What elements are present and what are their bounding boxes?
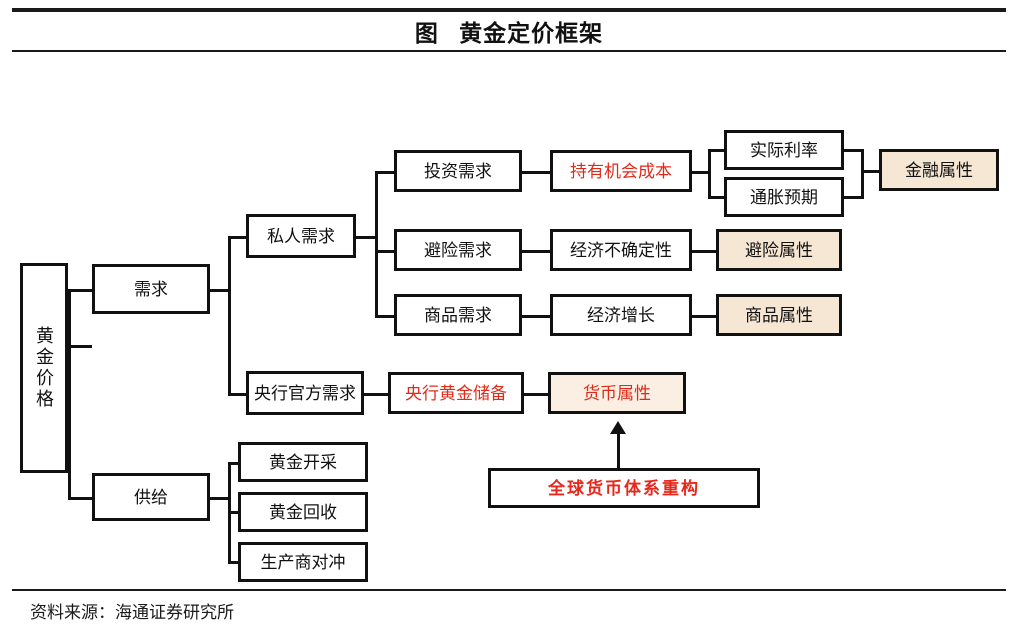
node-cb-gold-reserve[interactable]: 央行黄金储备 — [388, 372, 524, 414]
node-producer-hedging[interactable]: 生产商对冲 — [238, 542, 368, 582]
node-gold-mining[interactable]: 黄金开采 — [238, 442, 368, 482]
node-gold-price[interactable]: 黄金价格 — [20, 263, 68, 473]
connector-inflation-out — [843, 196, 863, 199]
connector-investment-to-holdingcost — [520, 171, 552, 174]
connector-demand-split — [228, 237, 231, 395]
node-inflation-expectation[interactable]: 通胀预期 — [724, 177, 844, 217]
node-gold-recycling[interactable]: 黄金回收 — [238, 492, 368, 532]
connector-root-split — [68, 290, 71, 500]
connector-root-to-supply — [68, 497, 96, 500]
node-attribute-financial[interactable]: 金融属性 — [879, 149, 999, 191]
node-hedge-demand[interactable]: 避险需求 — [394, 229, 522, 271]
connector-root-stem — [68, 345, 92, 348]
node-real-interest-rate[interactable]: 实际利率 — [724, 130, 844, 170]
connector-private-stem — [355, 236, 377, 239]
source-note: 资料来源：海通证券研究所 — [30, 603, 234, 622]
node-global-monetary-restructure[interactable]: 全球货币体系重构 — [488, 468, 760, 508]
connector-hedge-to-uncertainty — [520, 250, 552, 253]
connector-holdingcost-split — [708, 150, 711, 198]
node-private-demand[interactable]: 私人需求 — [246, 214, 356, 258]
node-cb-official-demand[interactable]: 央行官方需求 — [246, 371, 364, 415]
connector-to-realrate — [708, 149, 726, 152]
connector-to-financial-attr — [861, 170, 881, 173]
connector-demand-to-private — [228, 236, 250, 239]
connector-root-to-demand — [68, 289, 96, 292]
connector-cb-to-reserve — [362, 393, 390, 396]
connector-demand-stem — [208, 289, 230, 292]
bottom-rule — [12, 589, 1006, 591]
node-supply[interactable]: 供给 — [92, 473, 210, 521]
node-economic-growth[interactable]: 经济增长 — [550, 294, 692, 336]
connector-commodity-to-growth — [520, 315, 552, 318]
node-attribute-hedge[interactable]: 避险属性 — [716, 229, 842, 271]
connector-demand-to-cb — [228, 393, 250, 396]
arrow-up-icon — [610, 421, 626, 434]
connector-reserve-to-monetary — [522, 393, 550, 396]
connector-private-split — [375, 172, 378, 317]
node-investment-demand[interactable]: 投资需求 — [394, 150, 522, 192]
page-title: 图 黄金定价框架 — [414, 21, 604, 46]
node-commodity-demand[interactable]: 商品需求 — [394, 294, 522, 336]
connector-restructure-vertical — [617, 432, 620, 470]
node-attribute-monetary[interactable]: 货币属性 — [548, 372, 686, 414]
node-economic-uncertainty[interactable]: 经济不确定性 — [550, 229, 692, 271]
connector-holdingcost-stem — [690, 171, 710, 174]
top-rule — [12, 8, 1006, 12]
connector-private-to-commodity — [375, 315, 397, 318]
connector-supply-stem — [210, 497, 230, 500]
node-holding-opportunity-cost[interactable]: 持有机会成本 — [550, 150, 692, 192]
connector-private-to-investment — [375, 171, 397, 174]
connector-growth-to-attr — [690, 315, 718, 318]
connector-private-to-hedge — [375, 250, 397, 253]
node-demand[interactable]: 需求 — [92, 264, 210, 314]
connector-financial-merge — [861, 149, 864, 199]
connector-realrate-out — [843, 149, 863, 152]
connector-uncertainty-to-attr — [690, 250, 718, 253]
title-underline-rule — [12, 50, 1006, 52]
connector-to-inflation — [708, 196, 726, 199]
node-attribute-commodity[interactable]: 商品属性 — [716, 294, 842, 336]
